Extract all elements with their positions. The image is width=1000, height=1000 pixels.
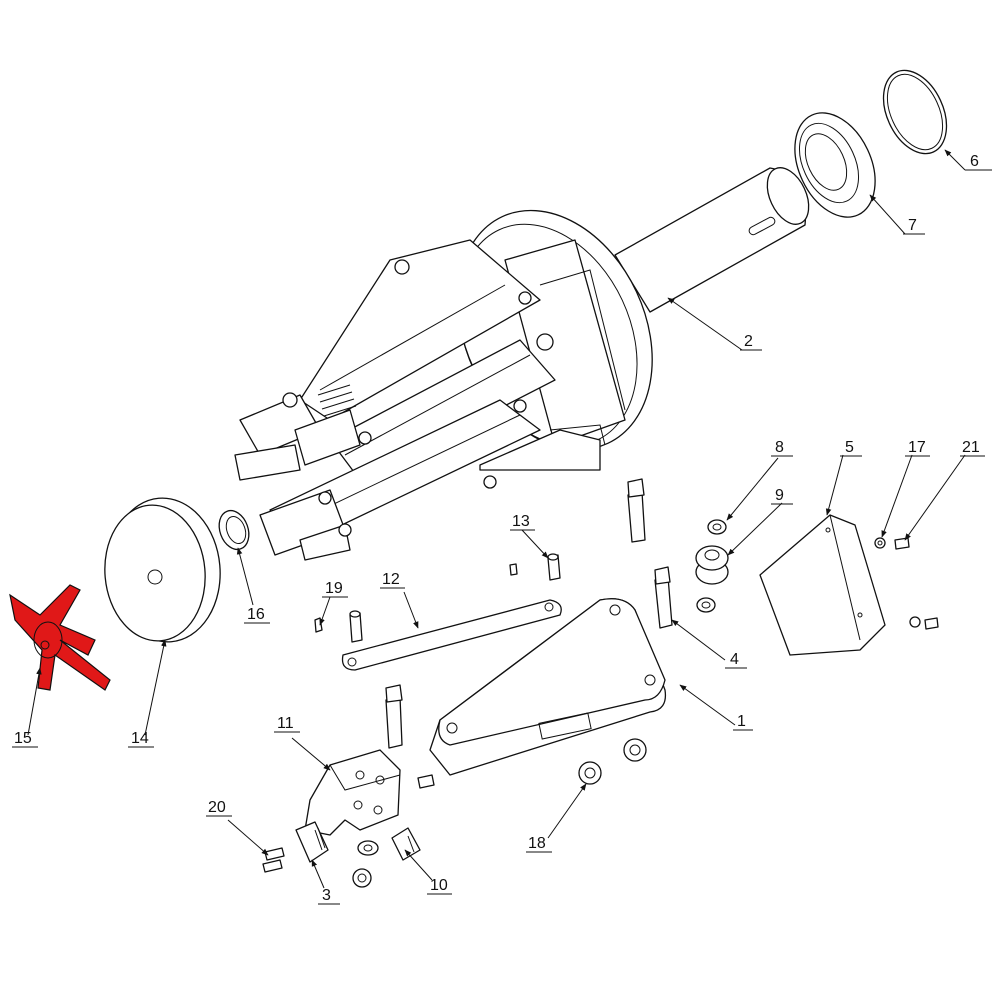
callout-1: 1 [737,713,746,730]
callout-21: 21 [962,439,980,456]
part-19-screw[interactable] [314,617,323,633]
part-13-pin[interactable] [547,553,561,581]
small-pin-a [349,563,518,643]
callout-2: 2 [744,333,753,350]
callout-15: 15 [14,730,32,747]
part-6-oring[interactable] [871,60,959,163]
callout-7: 7 [908,217,917,234]
part-14-disc[interactable] [99,493,226,646]
part-17-washer[interactable] [874,537,921,628]
part-12-link-bar[interactable] [341,599,562,671]
callout-8: 8 [775,439,784,456]
callout-4: 4 [730,651,739,668]
part-11-jaw-bracket[interactable] [304,749,401,836]
part-1-triangular-plate[interactable] [417,598,667,789]
callout-3: 3 [322,887,331,904]
callout-9: 9 [775,487,784,504]
callout-14: 14 [131,730,149,747]
callout-10: 10 [430,877,448,894]
washer-nut-small [352,840,379,888]
part-21-screw[interactable] [894,537,939,630]
callout-17: 17 [908,439,926,456]
part-3-toothed-block[interactable] [295,821,329,863]
callout-13: 13 [512,513,530,530]
part-16-ring[interactable] [214,506,254,553]
part-15-spreader-highlighted[interactable] [9,584,111,691]
part-8-washer[interactable] [707,519,727,535]
callout-labels: 6 7 2 8 9 5 17 21 4 1 13 12 19 16 14 15 … [12,153,992,905]
callout-12: 12 [382,571,400,588]
bolt-upper [627,478,646,543]
callout-11: 11 [277,715,294,732]
part-7-bearing[interactable] [779,100,891,230]
callout-5: 5 [845,439,854,456]
leader-lines [27,149,966,889]
callout-18: 18 [528,835,546,852]
washer-lower [696,597,716,613]
part-9-bushing[interactable] [695,545,729,585]
callout-20: 20 [208,799,226,816]
bolt-lower [385,684,403,749]
callout-6: 6 [970,153,979,170]
callout-19: 19 [325,580,343,597]
part-5-cover-plate[interactable] [759,514,886,656]
part-18-nut[interactable] [578,738,647,785]
part-20-screws[interactable] [262,847,285,873]
part-4-bolt[interactable] [654,566,673,629]
callout-16: 16 [247,606,265,623]
part-10-toothed-block[interactable] [391,827,421,861]
part-2-main-housing[interactable] [234,161,817,561]
